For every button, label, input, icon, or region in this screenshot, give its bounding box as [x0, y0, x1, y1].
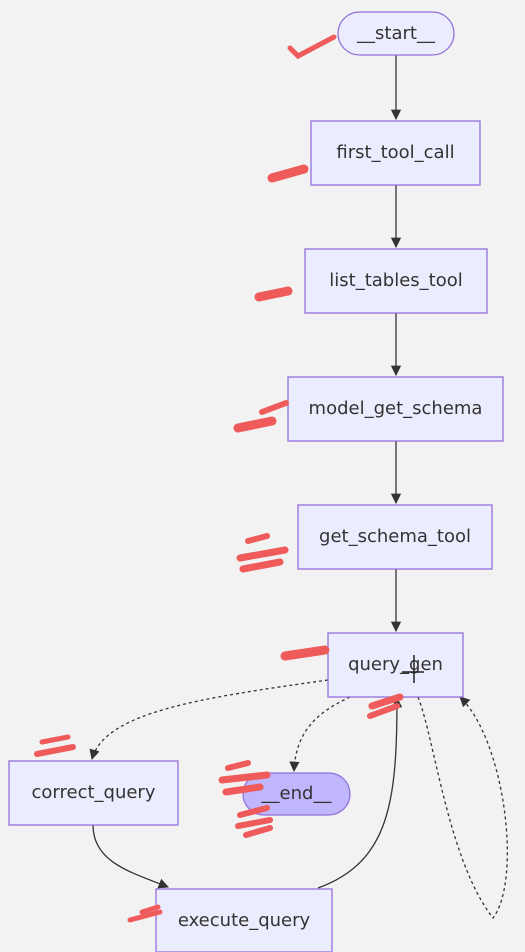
- edge-query_gen-self-loop: [417, 696, 508, 920]
- node-correct_query[interactable]: correct_query: [8, 760, 179, 826]
- node-first_tool_call[interactable]: first_tool_call: [310, 120, 481, 186]
- node-end[interactable]: __end__: [242, 772, 351, 816]
- node-get_schema_tool-label: get_schema_tool: [319, 526, 471, 547]
- annotation-marks: [34, 34, 404, 923]
- annotation-mark: [245, 533, 270, 544]
- node-model_get_schema[interactable]: model_get_schema: [287, 376, 504, 442]
- node-query_gen-label: query_gen: [348, 654, 443, 675]
- node-correct_query-label: correct_query: [32, 782, 156, 803]
- annotation-mark: [139, 904, 161, 915]
- annotation-mark: [280, 645, 330, 661]
- edge-query_gen-correct_query: [89, 679, 329, 761]
- annotation-mark: [39, 734, 71, 745]
- node-query_gen[interactable]: query_gen: [327, 632, 464, 698]
- annotation-mark: [267, 164, 309, 183]
- text-cursor-icon: [402, 655, 424, 683]
- edge-execute_query-query_gen: [317, 696, 403, 889]
- node-get_schema_tool[interactable]: get_schema_tool: [297, 504, 493, 570]
- annotation-mark: [127, 909, 163, 923]
- node-execute_query-label: execute_query: [178, 910, 311, 931]
- annotation-mark: [367, 703, 400, 719]
- edge-query_gen-end: [289, 696, 351, 773]
- annotation-mark: [222, 783, 264, 796]
- annotation-mark: [225, 760, 251, 771]
- annotation-mark: [235, 817, 273, 829]
- node-execute_query[interactable]: execute_query: [155, 888, 333, 952]
- node-start-label: __start__: [356, 23, 436, 44]
- annotation-mark: [233, 416, 277, 433]
- node-first_tool_call-label: first_tool_call: [336, 142, 454, 163]
- node-end-label: __end__: [261, 783, 333, 804]
- node-model_get_schema-label: model_get_schema: [309, 398, 483, 419]
- annotation-mark: [243, 825, 273, 838]
- annotation-mark: [236, 546, 289, 562]
- edges: [89, 55, 508, 920]
- annotation-mark: [254, 286, 293, 302]
- edge-correct_query-execute_query: [92, 824, 169, 889]
- node-list_tables_tool-label: list_tables_tool: [329, 270, 463, 291]
- node-start[interactable]: __start__: [337, 11, 455, 56]
- checkmark-icon: [287, 34, 337, 60]
- annotation-mark: [34, 744, 76, 757]
- annotation-mark: [259, 400, 289, 415]
- annotation-mark: [368, 693, 404, 710]
- annotation-mark: [237, 805, 270, 818]
- node-list_tables_tool[interactable]: list_tables_tool: [304, 248, 488, 314]
- annotation-mark: [218, 771, 271, 784]
- annotation-mark: [239, 558, 284, 573]
